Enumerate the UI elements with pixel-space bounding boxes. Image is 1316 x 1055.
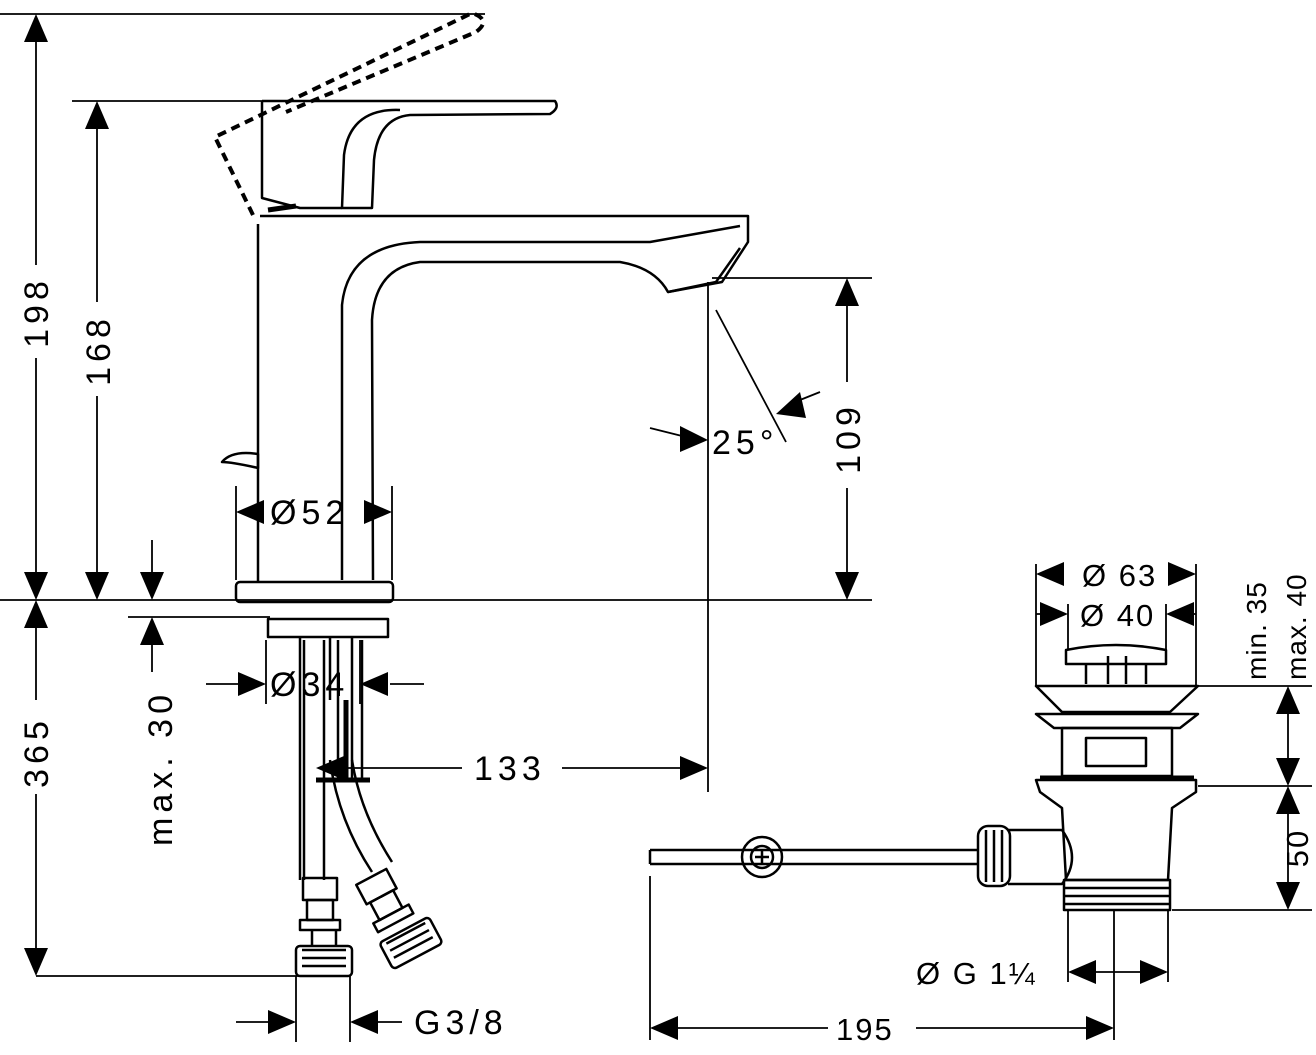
base-plate <box>234 580 395 604</box>
dim-g114-arrow-right <box>1140 960 1168 984</box>
lever-head <box>260 101 342 210</box>
label-109: 109 <box>830 402 868 474</box>
aerator <box>667 247 742 294</box>
rod-pivot-cross <box>755 850 769 864</box>
shank <box>298 637 364 880</box>
label-d52: Ø52 <box>270 494 349 532</box>
lever-base-gap <box>267 203 297 213</box>
label-198: 198 <box>18 276 56 348</box>
knurled-nut <box>976 824 1012 888</box>
dim-133-arrow-right <box>680 756 708 780</box>
label-133: 133 <box>474 750 546 788</box>
dim-198-arrow-top <box>24 14 48 42</box>
label-d34: Ø34 <box>270 666 349 704</box>
dim-34-extension <box>265 640 361 704</box>
popup-rod <box>220 451 260 470</box>
label-d40: Ø 40 <box>1080 598 1155 633</box>
flange-washer <box>1034 712 1200 730</box>
label-25-deg: 25° <box>712 424 778 462</box>
dim-40-extension <box>1067 604 1167 650</box>
flow-angle-line <box>715 309 787 443</box>
dim-40-arrow-right <box>1166 602 1194 626</box>
label-d63: Ø 63 <box>1082 558 1157 593</box>
side-arm <box>1008 828 1074 886</box>
dim-50-arrow-top <box>1276 786 1300 814</box>
dim-max30-arrow-bottom <box>140 617 164 645</box>
knurled-nut-lines <box>984 830 1004 882</box>
label-min-35: min. 35 <box>1241 581 1272 680</box>
pull-rod <box>648 848 978 866</box>
waste-valve-dimensions: Ø 63 Ø 40 min. 35 max. 40 50 Ø G 1¼ <box>649 558 1315 1047</box>
faucet-body-outline <box>260 214 750 581</box>
label-max-40: max. 40 <box>1281 573 1312 680</box>
dim-168-arrow-top <box>85 101 109 129</box>
label-168: 168 <box>80 314 118 386</box>
label-max-30: max. 30 <box>142 690 180 846</box>
dim-g114-extension <box>1067 910 1169 1040</box>
dim-109-arrow-bottom <box>835 572 859 600</box>
dim-198-arrow-bottom <box>24 572 48 600</box>
label-365: 365 <box>18 716 56 788</box>
dim-365-arrow-top <box>24 600 48 628</box>
valve-body-upper <box>1060 726 1174 778</box>
angle-leader-left <box>649 427 683 437</box>
faucet-dimensions: 198 168 365 max. 30 109 25° Ø5 <box>0 13 872 1042</box>
angle-leader-right <box>799 391 821 401</box>
label-g114: Ø G 1¼ <box>916 956 1037 991</box>
lever-handle <box>262 99 558 210</box>
angle-arrow-right <box>776 392 806 418</box>
waste-valve-drawing <box>648 643 1200 912</box>
dim-63-arrow-left <box>1036 562 1064 586</box>
dim-52-arrow-right <box>364 500 392 524</box>
dim-34-arrow-left <box>238 672 266 696</box>
dim-63-arrow-right <box>1168 562 1196 586</box>
fixing-nut <box>266 617 390 639</box>
label-50: 50 <box>1280 829 1315 867</box>
dim-g38-arrow-left <box>268 1010 296 1034</box>
spout-neck <box>340 224 741 580</box>
dim-52-extension <box>235 486 393 580</box>
hose-connector-left <box>294 876 354 978</box>
dim-109-arrow-top <box>835 278 859 306</box>
dim-63-extension <box>1035 564 1197 686</box>
hose-left <box>302 640 326 880</box>
dim-50-arrow-bottom <box>1276 882 1300 910</box>
dim-g38-arrow-right <box>350 1010 378 1034</box>
dim-133-arrow-left <box>316 756 344 780</box>
plug-stem <box>1084 656 1148 684</box>
valve-window <box>1084 736 1148 768</box>
dim-35-40-arrow-bottom <box>1276 758 1300 786</box>
label-195: 195 <box>836 1012 894 1047</box>
dim-g38-extension <box>295 976 351 1042</box>
dim-g114-arrow-left <box>1068 960 1096 984</box>
dim-max30-arrow-top <box>140 572 164 600</box>
dim-34-arrow-right <box>360 672 388 696</box>
dim-195-arrow-right <box>1086 1016 1114 1040</box>
angle-arrow-left <box>680 426 708 452</box>
label-g38: G3/8 <box>414 1004 508 1042</box>
dim-195-arrow-left <box>650 1016 678 1040</box>
dim-168-arrow-bottom <box>85 572 109 600</box>
plug-head <box>1064 643 1168 666</box>
flange-top <box>1034 684 1200 714</box>
tail-thread-lines <box>1064 886 1170 906</box>
dim-40-arrow-left <box>1040 602 1068 626</box>
faucet-drawing <box>213 11 750 978</box>
rod-pivot-outer <box>740 835 784 879</box>
dim-365-arrow-bottom <box>24 948 48 976</box>
dim-35-40-arrow-top <box>1276 686 1300 714</box>
hose-connector-right <box>355 867 443 970</box>
dim-52-arrow-left <box>236 500 264 524</box>
rod-pivot-inner <box>749 844 775 870</box>
